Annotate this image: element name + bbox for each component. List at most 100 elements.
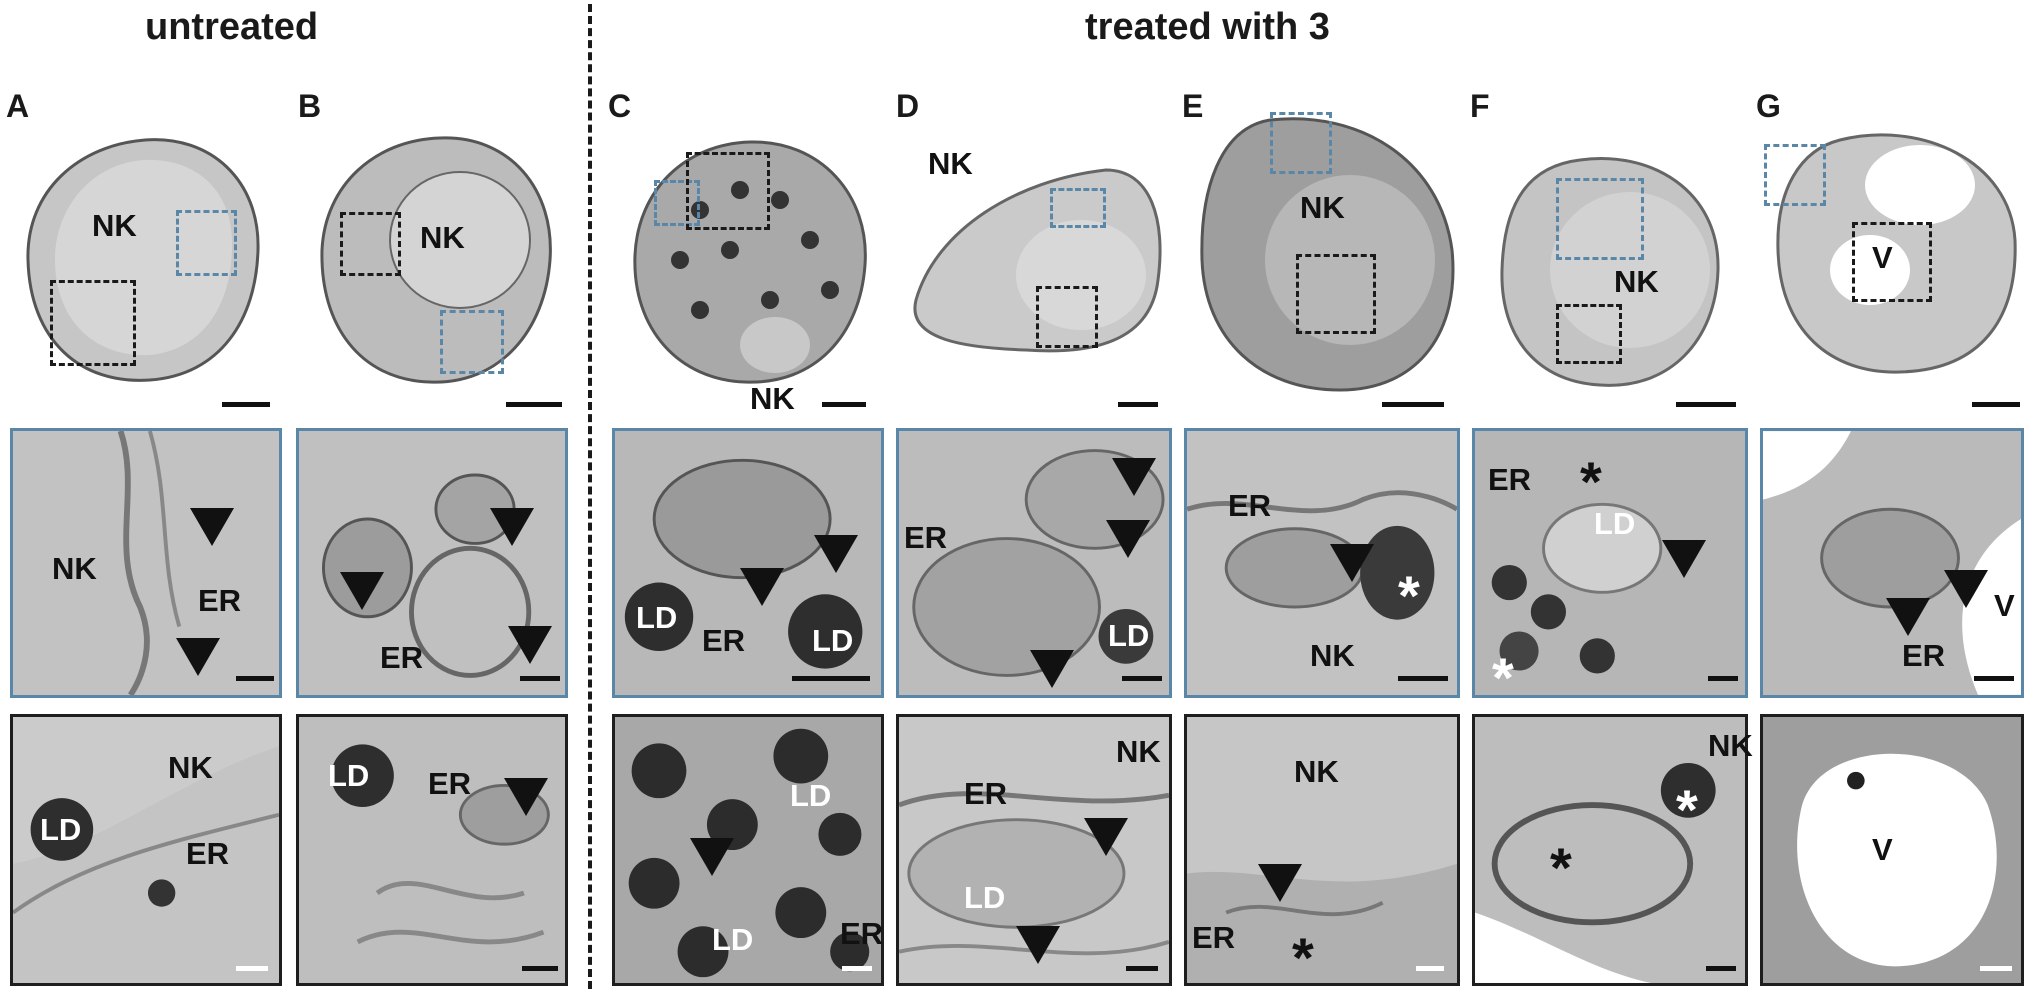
label-er-e2: ER — [1228, 488, 1272, 523]
label-nk-a3: NK — [168, 750, 213, 785]
asterisk-f2-1: * — [1580, 450, 1602, 513]
scale-bar-a2 — [236, 676, 274, 681]
scale-bar-f2 — [1708, 676, 1738, 681]
scale-bar-f1 — [1676, 402, 1736, 407]
asterisk-e2: * — [1398, 564, 1420, 627]
arrowhead-b2-1 — [340, 572, 384, 610]
roi-black-a — [50, 280, 136, 366]
arrowhead-d3-2 — [1016, 926, 1060, 964]
scale-bar-g3 — [1980, 966, 2012, 971]
scale-bar-a3 — [236, 966, 268, 971]
label-er-d2: ER — [904, 520, 948, 555]
label-v-g2: V — [1994, 588, 2015, 623]
header-untreated: untreated — [145, 6, 319, 48]
arrowhead-b2-3 — [508, 626, 552, 664]
label-er-b3: ER — [428, 766, 472, 801]
scale-bar-g1 — [1972, 402, 2020, 407]
asterisk-f3-1: * — [1676, 778, 1698, 841]
column-letter-b: B — [298, 88, 322, 124]
label-v-g3: V — [1872, 832, 1893, 867]
arrowhead-b3 — [504, 778, 548, 816]
column-letter-e: E — [1182, 88, 1204, 124]
scale-bar-c2 — [792, 676, 870, 681]
label-ld-c3-2: LD — [712, 922, 754, 957]
arrowhead-d2-2 — [1106, 520, 1150, 558]
column-letter-c: C — [608, 88, 632, 124]
label-v-g1: V — [1872, 240, 1893, 275]
dark-panel-a — [10, 714, 282, 986]
arrowhead-g2-2 — [1944, 570, 1988, 608]
dark-panel-c — [612, 714, 884, 986]
roi-blue-f — [1556, 178, 1644, 260]
roi-black-b — [340, 212, 401, 276]
label-ld-c2-1: LD — [636, 600, 678, 635]
arrowhead-d2-1 — [1112, 458, 1156, 496]
label-ld-c3-1: LD — [790, 778, 832, 813]
scale-bar-d3 — [1126, 966, 1158, 971]
label-nk-e3: NK — [1294, 754, 1339, 789]
arrowhead-a2-1 — [190, 508, 234, 546]
roi-blue-d — [1050, 188, 1106, 228]
label-nk-a2: NK — [52, 551, 97, 586]
scale-bar-g2 — [1974, 676, 2014, 681]
cell-image-d — [896, 100, 1176, 420]
cell-image-c — [620, 100, 880, 420]
label-er-a2: ER — [198, 583, 242, 618]
blue-panel-g — [1760, 428, 2024, 698]
arrowhead-d3-1 — [1084, 818, 1128, 856]
roi-black-c — [686, 152, 770, 230]
label-nk-e1: NK — [1300, 190, 1345, 225]
arrowhead-e3 — [1258, 864, 1302, 902]
arrowhead-g2-1 — [1886, 598, 1930, 636]
column-letter-g: G — [1756, 88, 1781, 124]
scale-bar-a1 — [222, 402, 270, 407]
scale-bar-c3 — [842, 966, 872, 971]
asterisk-f2-2: * — [1492, 646, 1514, 709]
column-divider — [588, 4, 592, 989]
label-ld-d2: LD — [1108, 618, 1150, 653]
column-letter-d: D — [896, 88, 920, 124]
label-nk-e2: NK — [1310, 638, 1355, 673]
label-er-e3: ER — [1192, 920, 1236, 955]
scale-bar-e2 — [1398, 676, 1448, 681]
label-nk-d3: NK — [1116, 734, 1161, 769]
label-er-c3: ER — [840, 916, 884, 951]
arrowhead-d2-3 — [1030, 650, 1074, 688]
roi-blue-a — [176, 210, 237, 276]
roi-black-d — [1036, 286, 1098, 348]
arrowhead-f2 — [1662, 540, 1706, 578]
dark-panel-f — [1472, 714, 1748, 986]
roi-black-e — [1296, 254, 1376, 334]
arrowhead-c3 — [690, 838, 734, 876]
label-nk-a1: NK — [92, 208, 137, 243]
label-nk-c1: NK — [750, 381, 795, 416]
roi-black-g — [1852, 222, 1932, 302]
roi-blue-b — [440, 310, 504, 374]
cell-image-f — [1480, 100, 1750, 420]
label-nk-f3: NK — [1708, 728, 1753, 763]
dark-panel-g — [1760, 714, 2024, 986]
label-nk-f1: NK — [1614, 264, 1659, 299]
blue-panel-e — [1184, 428, 1460, 698]
roi-blue-g — [1764, 144, 1826, 206]
cell-image-b — [300, 100, 570, 420]
column-letter-a: A — [6, 88, 30, 124]
arrowhead-b2-2 — [490, 508, 534, 546]
label-er-f2: ER — [1488, 462, 1532, 497]
scale-bar-f3 — [1706, 966, 1736, 971]
arrowhead-a2-2 — [176, 638, 220, 676]
label-er-d3: ER — [964, 776, 1008, 811]
arrowhead-c2-2 — [814, 535, 858, 573]
scale-bar-c1 — [822, 402, 866, 407]
scale-bar-e1 — [1382, 402, 1444, 407]
label-er-g2: ER — [1902, 638, 1946, 673]
scale-bar-b3 — [522, 966, 558, 971]
column-letter-f: F — [1470, 88, 1490, 124]
roi-blue-c — [654, 180, 700, 226]
scale-bar-b2 — [520, 676, 560, 681]
dark-panel-b — [296, 714, 568, 986]
label-ld-b3: LD — [328, 758, 370, 793]
label-ld-d3: LD — [964, 880, 1006, 915]
scale-bar-d1 — [1118, 402, 1158, 407]
cell-image-g — [1760, 100, 2030, 420]
